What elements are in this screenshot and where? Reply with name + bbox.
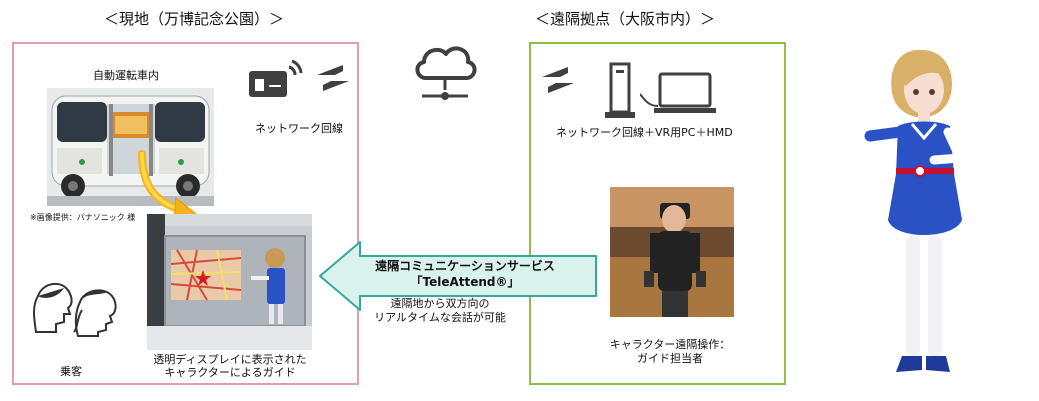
service-name-line2: 「TeleAttend®」 xyxy=(410,275,520,289)
passengers-label: 乗客 xyxy=(60,365,82,378)
service-description: 遠隔地から双方向の リアルタイムな会話が可能 xyxy=(360,297,520,325)
operator-photo xyxy=(610,187,734,317)
operator-caption: キャラクター遠隔操作： ガイド担当者 xyxy=(580,338,760,366)
service-description-line1: 遠隔地から双方向の xyxy=(390,297,490,310)
network-label-left: ネットワーク回線 xyxy=(255,122,343,135)
service-name: 遠隔コミュニケーションサービス 「TeleAttend®」 xyxy=(340,258,590,290)
onsite-box xyxy=(12,42,359,385)
pc-tower-icon xyxy=(605,62,635,118)
transparent-display-photo xyxy=(147,214,312,350)
laptop-icon xyxy=(640,72,716,113)
wifi-router-icon xyxy=(249,59,303,97)
service-name-line1: 遠隔コミュニケーションサービス xyxy=(375,259,555,273)
equipment-label: ネットワーク回線＋VR用PC＋HMD xyxy=(556,126,733,139)
service-arrow xyxy=(319,241,597,311)
vehicle-photo xyxy=(47,88,214,206)
guide-character-illustration xyxy=(830,49,967,372)
passengers-icon xyxy=(33,282,117,337)
bidirectional-arrows-icon xyxy=(540,67,576,93)
display-caption-line2: キャラクターによるガイド xyxy=(164,366,296,379)
right-section-title: ＜遠隔拠点（大阪市内）＞ xyxy=(535,10,716,28)
display-caption: 透明ディスプレイに表示された キャラクターによるガイド xyxy=(140,353,320,379)
bidirectional-arrows-icon xyxy=(315,65,351,91)
operator-caption-line2: ガイド担当者 xyxy=(637,352,703,365)
cloud-network-icon xyxy=(415,46,477,100)
operator-caption-line1: キャラクター遠隔操作： xyxy=(609,338,731,351)
display-caption-line1: 透明ディスプレイに表示された xyxy=(153,353,307,366)
service-description-line2: リアルタイムな会話が可能 xyxy=(374,311,506,324)
left-section-title: ＜現地（万博記念公園）＞ xyxy=(104,10,285,28)
vehicle-label: 自動運転車内 xyxy=(93,69,159,82)
image-credit: ※画像提供：パナソニック 様 xyxy=(30,213,136,222)
remote-box xyxy=(529,42,786,385)
